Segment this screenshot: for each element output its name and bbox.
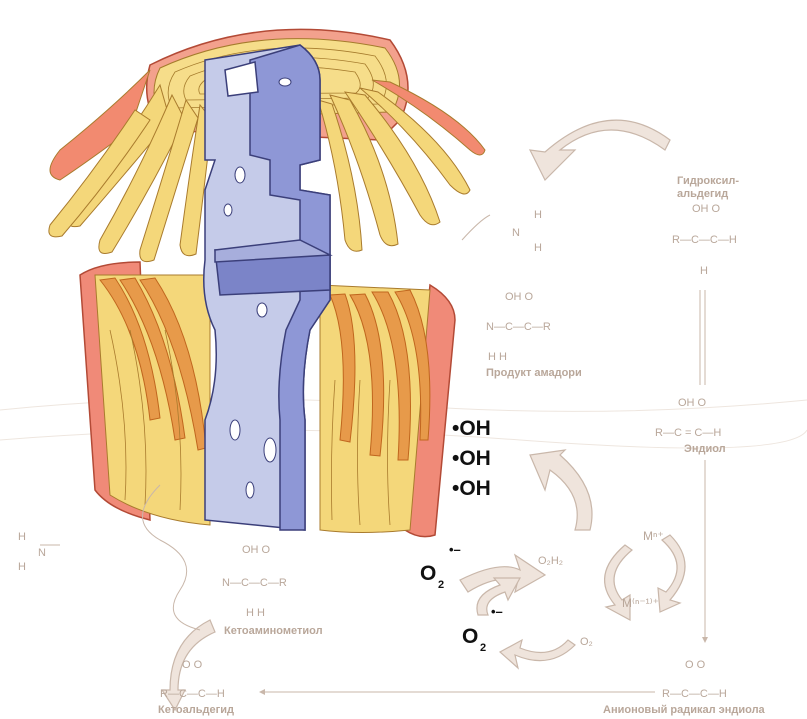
enediol-name: Эндиол: [684, 444, 726, 455]
superoxide-a-base: O: [420, 563, 436, 584]
amadori-row1: OH O: [505, 292, 533, 303]
metal-ion-n: Mⁿ⁺: [643, 530, 664, 542]
superoxide-b-sub: 2: [480, 643, 486, 654]
amine-left-n: N: [38, 548, 46, 559]
hydroxyaldehyde-name-1: Гидроксил-: [677, 176, 739, 187]
enediol-row3: R—C = C—H: [655, 428, 721, 439]
superoxide-b-base: O: [462, 626, 478, 647]
ketoaldehyde-name: Кетоальдегид: [158, 705, 234, 716]
arrow-o2-return: [500, 640, 575, 668]
hydroxyaldehyde-row1: OH O: [692, 204, 720, 215]
hydroxyl-radical-3: •OH: [452, 478, 491, 499]
amadori-row5: H H: [488, 352, 507, 363]
amadori-row3: N—C—C—R: [486, 322, 551, 333]
amine-left-h2: H: [18, 562, 26, 573]
ketoaldehyde-row3: R—C—C—H: [160, 689, 225, 700]
collagen-core: [204, 45, 330, 530]
hydroxyl-radical-2: •OH: [452, 448, 491, 469]
amine-left-h1: H: [18, 532, 26, 543]
hydroxyaldehyde-row3: R—C—C—H: [672, 235, 737, 246]
arrow-top-curved: [530, 120, 670, 180]
ketoaldehyde-row1: O O: [182, 660, 202, 671]
arrow-metal-curved-right: [658, 535, 685, 612]
anion-radical-row3: R—C—C—H: [662, 689, 727, 700]
superoxide-a-sup: •–: [449, 543, 461, 556]
enediol-row1: OH O: [678, 398, 706, 409]
amine-top-h1: H: [534, 210, 542, 221]
superoxide-a-sub: 2: [438, 580, 444, 591]
hydroxyaldehyde-name-2: альдегид: [677, 189, 728, 200]
anion-radical-row1: O O: [685, 660, 705, 671]
ketoaminomethiol-name: Кетоаминометиол: [224, 626, 323, 637]
o2h2-label: O₂H₂: [538, 556, 563, 567]
hydroxyaldehyde-row5: H: [700, 266, 708, 277]
metal-ion-n-minus-1: M⁽ⁿ⁻¹⁾⁺: [622, 597, 659, 609]
ketoaminomethiol-row5: H H: [246, 608, 265, 619]
amine-top-h2: H: [534, 243, 542, 254]
arrow-oh-curved: [530, 450, 592, 530]
amine-top-n: N: [512, 228, 520, 239]
ketoaminomethiol-row3: N—C—C—R: [222, 578, 287, 589]
ketoaminomethiol-row1: OH O: [242, 545, 270, 556]
anion-radical-name: Анионовый радикал эндиола: [603, 705, 765, 716]
o2-label: O₂: [580, 637, 593, 648]
amadori-name: Продукт амадори: [486, 368, 582, 379]
superoxide-b-sup: •–: [491, 605, 503, 618]
hydroxyl-radical-1: •OH: [452, 418, 491, 439]
